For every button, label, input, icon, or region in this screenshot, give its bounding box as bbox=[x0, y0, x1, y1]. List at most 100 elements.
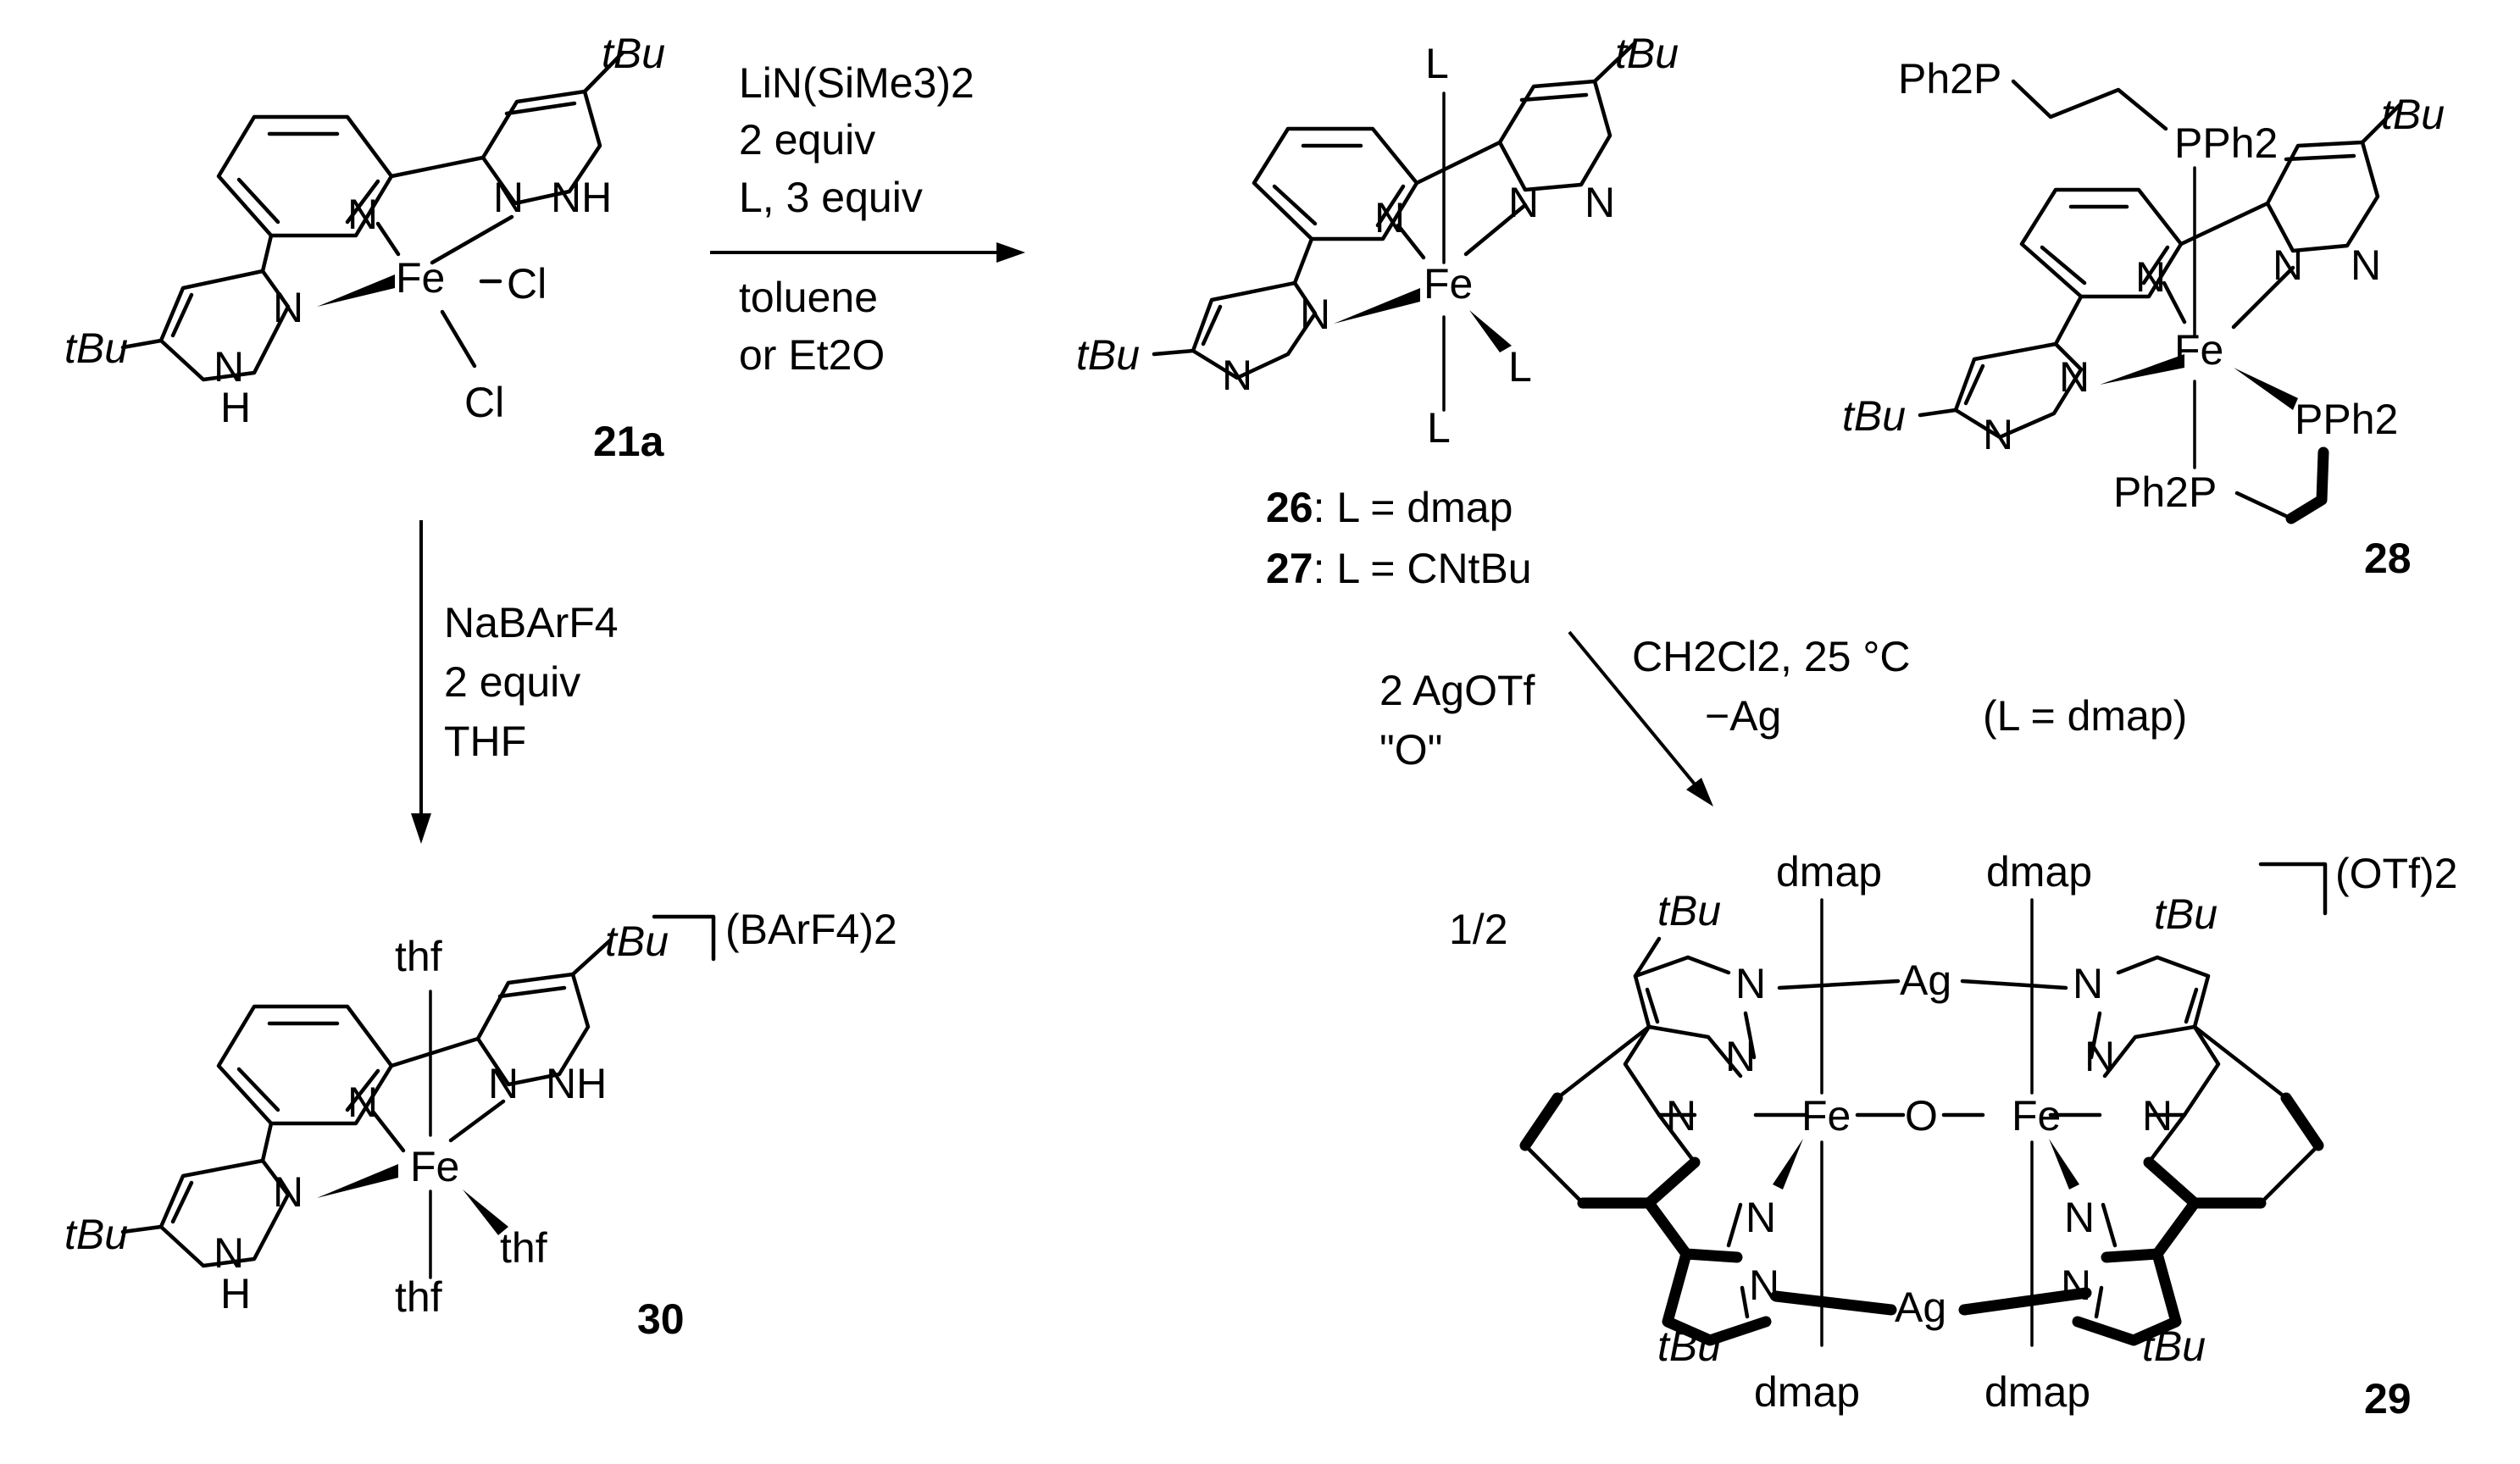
reagent-label: "O" bbox=[1379, 726, 1442, 774]
counterion: (BArF4)2 bbox=[725, 906, 897, 953]
nh-group: NH bbox=[546, 1060, 607, 1107]
n-atom: N bbox=[1735, 960, 1766, 1007]
compound-29: 1/2 dmap dmap tBu tBu N N N N bbox=[1449, 848, 2457, 1422]
tbu-group: tBu bbox=[1615, 30, 1679, 77]
reagent-label: LiN(SiMe3)2 bbox=[739, 59, 974, 107]
fe-atom: Fe bbox=[2012, 1092, 2061, 1140]
n-atom: N bbox=[493, 174, 524, 221]
pyrazole-upper bbox=[389, 938, 613, 1087]
tbu-group: tBu bbox=[1657, 887, 1721, 934]
reaction-arrow-1: LiN(SiMe3)2 2 equiv L, 3 equiv toluene o… bbox=[710, 59, 1025, 379]
thf-ligand: thf bbox=[500, 1224, 547, 1272]
reagent-label: 2 equiv bbox=[739, 116, 875, 164]
n-atom: N bbox=[2142, 1092, 2173, 1140]
tbu-group: tBu bbox=[605, 918, 669, 965]
dimer-left-half bbox=[1519, 898, 1901, 1347]
n-atom: N bbox=[2273, 241, 2303, 289]
compound-number: 28 bbox=[2364, 535, 2412, 582]
compound-number: 29 bbox=[2364, 1375, 2412, 1422]
o-atom: O bbox=[1905, 1092, 1938, 1140]
fe-atom: Fe bbox=[2174, 326, 2223, 374]
compound-21a: Fe Cl Cl N N NH N N H tBu tBu 21a bbox=[64, 30, 665, 465]
dmap-ligand: dmap bbox=[1984, 1368, 2090, 1416]
pyrazole-lower bbox=[1152, 236, 1318, 380]
nh-group: NH bbox=[551, 174, 612, 221]
dmap-ligand: dmap bbox=[1754, 1368, 1860, 1416]
thf-ligand: thf bbox=[395, 1273, 442, 1321]
compound-30: thf Fe thf thf N N NH N N H tBu tBu (BAr… bbox=[64, 906, 897, 1343]
h-atom: H bbox=[220, 1270, 251, 1317]
compound-number: 27 bbox=[1266, 545, 1313, 592]
compound-number: 21a bbox=[593, 418, 665, 465]
n-atom: N bbox=[2351, 241, 2381, 289]
solvent-label: toluene bbox=[739, 274, 878, 321]
n-atom: N bbox=[1374, 194, 1405, 241]
solvent-label: THF bbox=[444, 718, 526, 765]
reagent-label: 2 AgOTf bbox=[1379, 667, 1535, 714]
reagent-label: NaBArF4 bbox=[444, 599, 619, 646]
n-atom: N bbox=[214, 1229, 244, 1277]
n-atom: N bbox=[1746, 1194, 1776, 1241]
n-atom: N bbox=[214, 343, 244, 391]
tbu-group: tBu bbox=[1657, 1323, 1721, 1370]
dmap-ligand: dmap bbox=[1986, 848, 2092, 896]
pyrazole-upper bbox=[389, 50, 625, 206]
tbu-group: tBu bbox=[1842, 392, 1906, 440]
n-atom: N bbox=[2059, 353, 2090, 401]
fraction-label: 1/2 bbox=[1449, 906, 1508, 953]
tbu-group: tBu bbox=[602, 30, 665, 77]
compound-28: Ph2P PPh2 Fe PPh2 Ph2P N N N N N bbox=[1842, 55, 2445, 582]
byproduct-label: −Ag bbox=[1705, 692, 1781, 740]
n-atom: N bbox=[2061, 1262, 2091, 1309]
n-atom: N bbox=[2135, 253, 2166, 301]
fe-atom: Fe bbox=[396, 254, 445, 302]
ligand-l: L bbox=[1427, 404, 1451, 452]
tbu-group: tBu bbox=[2154, 890, 2217, 938]
tbu-group: tBu bbox=[2381, 91, 2445, 138]
pph2-group: PPh2 bbox=[2295, 396, 2398, 443]
ligand-definition: : L = dmap bbox=[1313, 484, 1513, 531]
h-atom: H bbox=[220, 384, 251, 431]
dmap-ligand: dmap bbox=[1776, 848, 1882, 896]
reagent-label: L, 3 equiv bbox=[739, 174, 923, 221]
n-atom: N bbox=[273, 1168, 303, 1216]
pyrazole-upper bbox=[1414, 42, 1636, 192]
n-atom: N bbox=[1222, 352, 1252, 399]
compound-27-label: 27: L = CNtBu bbox=[1266, 545, 1532, 592]
n-atom: N bbox=[347, 1079, 378, 1126]
n-atom: N bbox=[1585, 179, 1615, 226]
pyridine-ring bbox=[2019, 187, 2184, 299]
pyridine-ring bbox=[216, 114, 394, 238]
tbu-group: tBu bbox=[64, 1211, 128, 1258]
reaction-arrow-2: NaBArF4 2 equiv THF bbox=[411, 520, 619, 844]
pyrazole-lower bbox=[1918, 294, 2084, 440]
dimer-right-half bbox=[1958, 898, 2324, 1347]
n-atom: N bbox=[2073, 960, 2103, 1007]
pyrazole-upper bbox=[2179, 103, 2402, 253]
compound-26-label: 26: L = dmap bbox=[1266, 484, 1513, 531]
solvent-label: or Et2O bbox=[739, 331, 885, 379]
ag-atom: Ag bbox=[1900, 957, 1951, 1004]
solvent-label: CH2Cl2, 25 °C bbox=[1632, 633, 1910, 680]
compound-26-27: L Fe L L N N N N N tBu tBu 26: L = dmap … bbox=[1076, 30, 1679, 592]
ligand-l: L bbox=[1425, 40, 1449, 87]
ph2p-group: Ph2P bbox=[2113, 469, 2217, 516]
compound-number: 30 bbox=[637, 1295, 685, 1343]
pyrazole-lower bbox=[120, 233, 291, 382]
n-atom: N bbox=[2084, 1033, 2115, 1080]
pph2-group: PPh2 bbox=[2174, 119, 2278, 167]
ligand-l: L bbox=[1508, 343, 1532, 391]
fe-atom: Fe bbox=[1801, 1092, 1851, 1140]
n-atom: N bbox=[488, 1060, 519, 1107]
ligand-definition: : L = CNtBu bbox=[1313, 545, 1532, 592]
n-atom: N bbox=[1508, 179, 1539, 226]
n-atom: N bbox=[347, 191, 378, 238]
tbu-group: tBu bbox=[2142, 1323, 2206, 1370]
ph2p-group: Ph2P bbox=[1898, 55, 2001, 103]
n-atom: N bbox=[1300, 291, 1330, 338]
compound-number: 26 bbox=[1266, 484, 1313, 531]
reagent-label: 2 equiv bbox=[444, 658, 580, 706]
pyrazole-lower bbox=[120, 1121, 291, 1268]
n-atom: N bbox=[1666, 1092, 1696, 1140]
pyridine-ring bbox=[1252, 126, 1419, 241]
